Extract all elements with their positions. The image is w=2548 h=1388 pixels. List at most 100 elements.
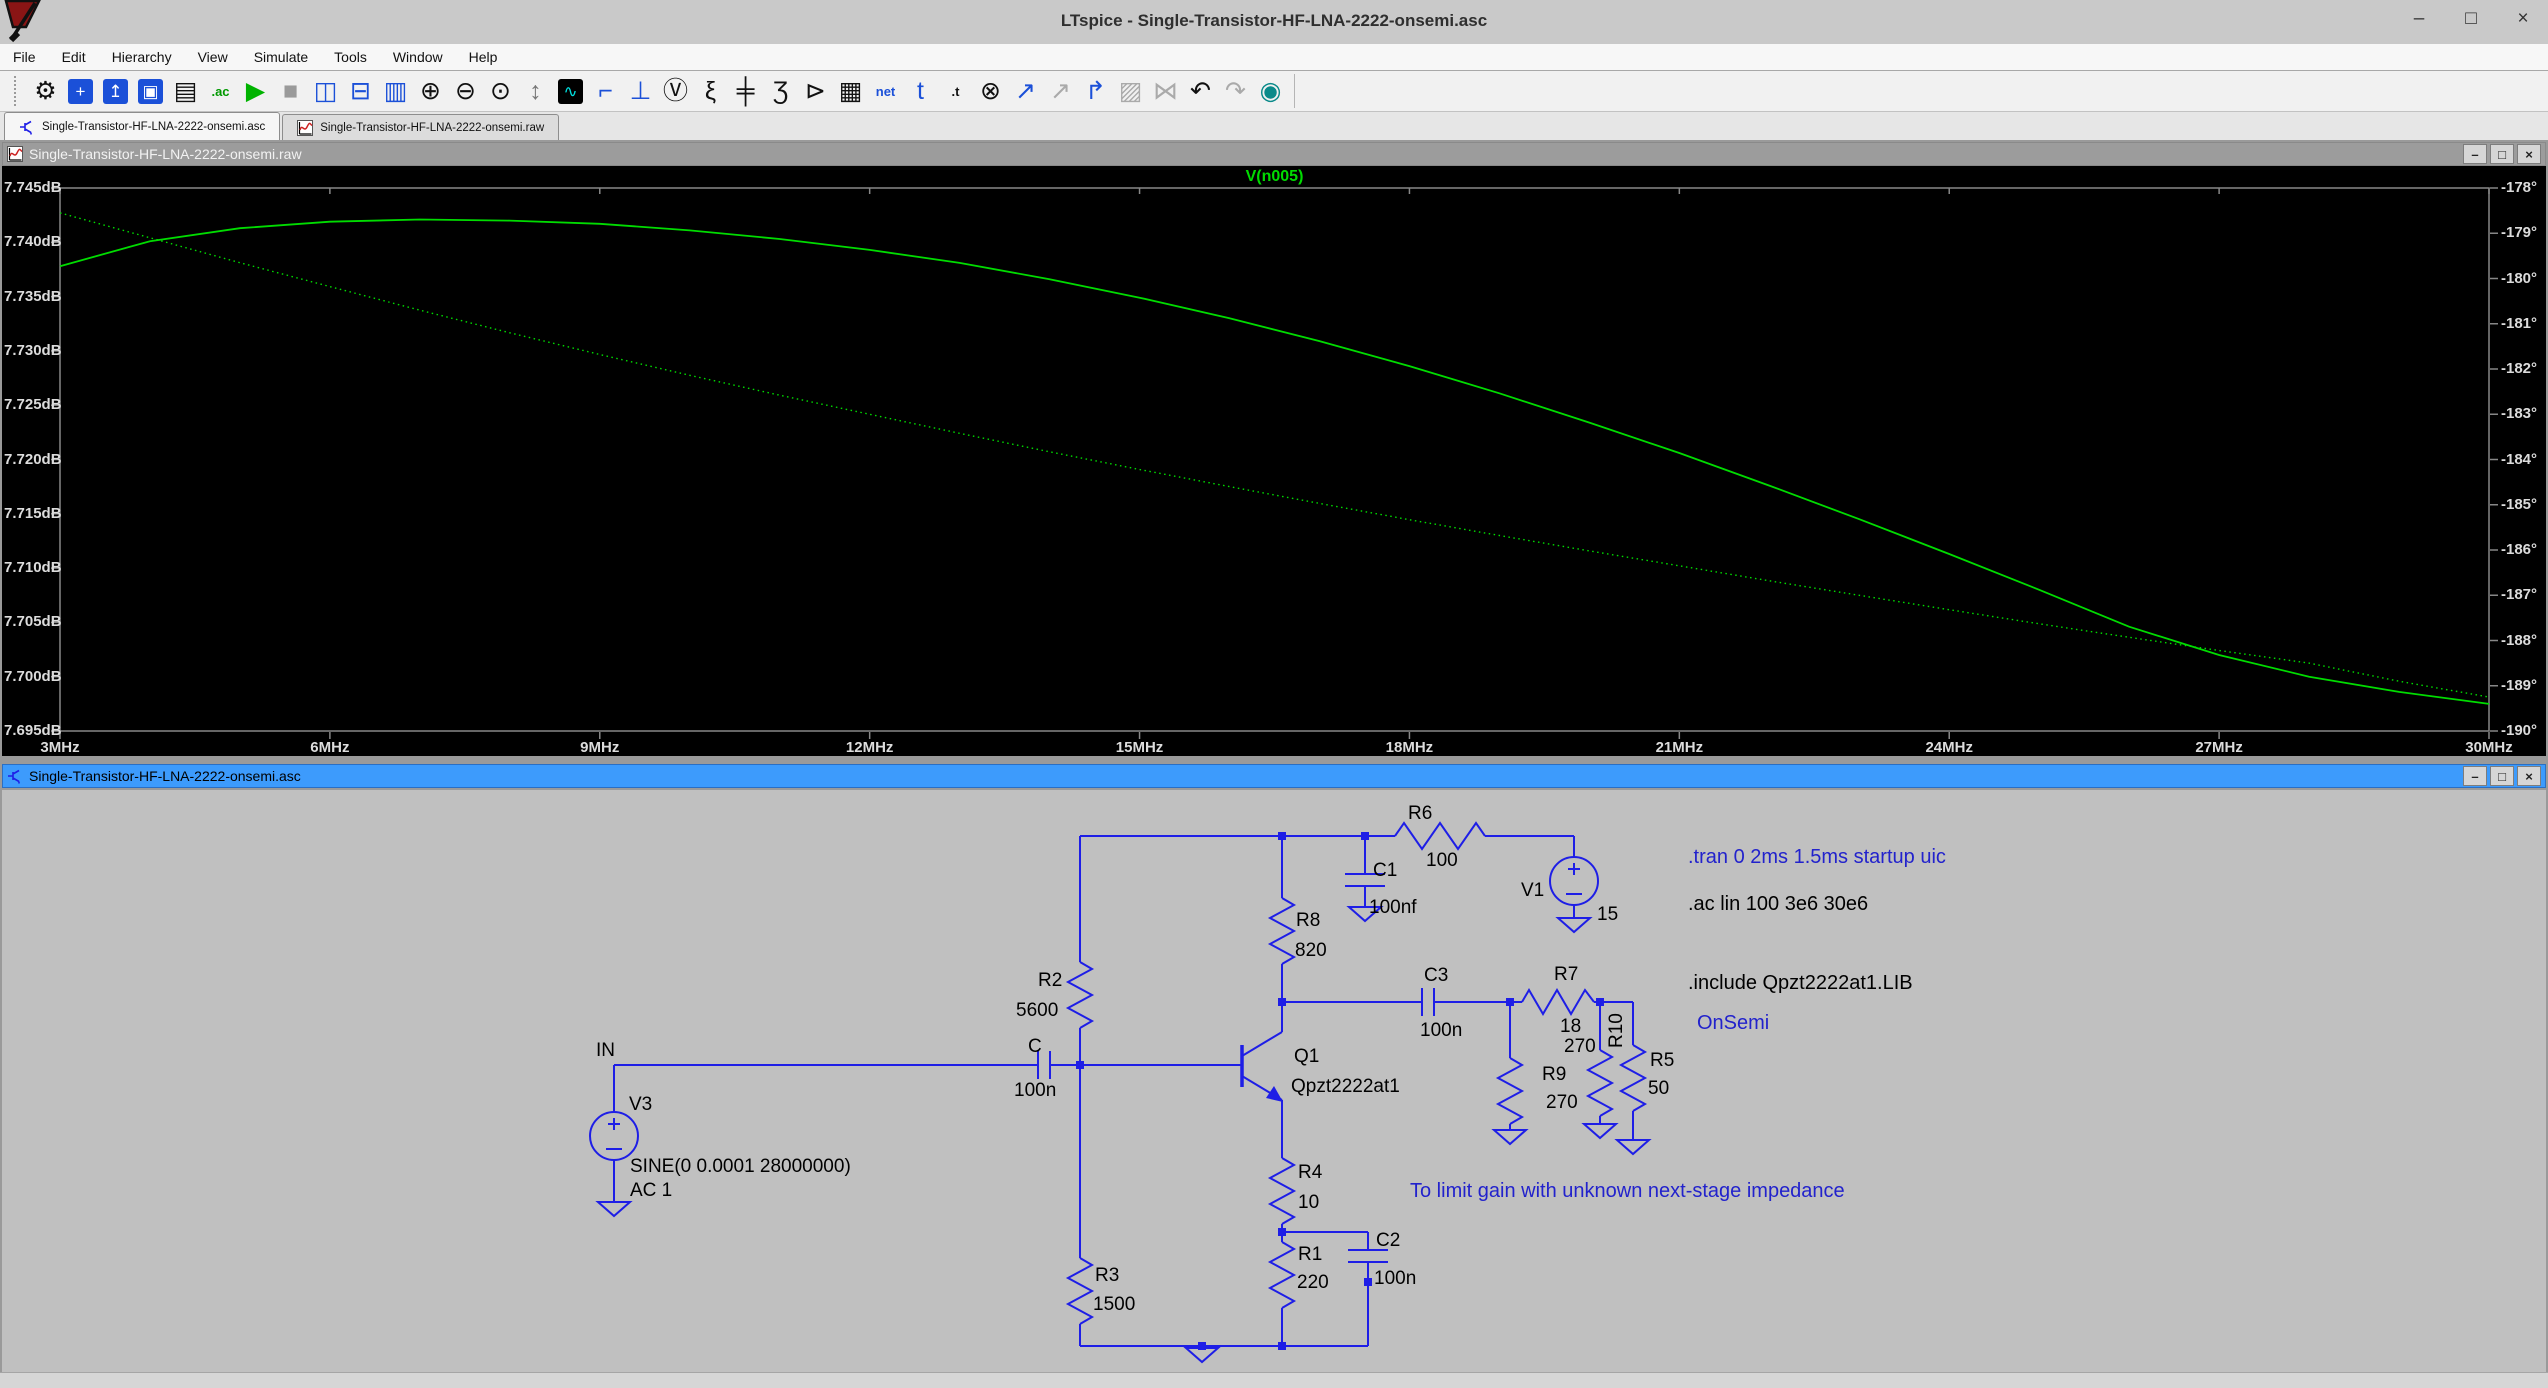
transistor-Q1-symbol[interactable] xyxy=(1242,1032,1283,1102)
save-button[interactable]: ▣ xyxy=(133,74,168,108)
refdes-R7[interactable]: R7 xyxy=(1554,964,1578,986)
value-C1[interactable]: 100nf xyxy=(1369,897,1417,919)
value-R10[interactable]: 270 xyxy=(1564,1036,1596,1058)
value-R7[interactable]: 18 xyxy=(1560,1016,1581,1038)
cascade-button[interactable]: ▥ xyxy=(378,74,413,108)
voltage-source-V1-symbol[interactable] xyxy=(1550,857,1598,905)
schem-minimize-button[interactable]: – xyxy=(2463,766,2487,786)
resistor-R4-symbol[interactable] xyxy=(1270,1158,1294,1224)
diode-button[interactable]: ⊳ xyxy=(798,74,833,108)
plot-close-button[interactable]: × xyxy=(2517,144,2541,164)
plot-minimize-button[interactable]: – xyxy=(2463,144,2487,164)
value-R9[interactable]: 270 xyxy=(1546,1092,1578,1114)
halt-button[interactable]: ■ xyxy=(273,74,308,108)
net-label-IN[interactable]: IN xyxy=(596,1040,615,1062)
voltage-source-button[interactable]: Ⓥ xyxy=(658,74,693,108)
zoom-out-button[interactable]: ⊖ xyxy=(448,74,483,108)
value-C3[interactable]: 100n xyxy=(1420,1020,1462,1042)
redo-button[interactable]: ↷ xyxy=(1218,74,1253,108)
label-net-button[interactable]: net xyxy=(868,74,903,108)
capacitor-button[interactable]: ╪ xyxy=(728,74,763,108)
directive-ac[interactable]: .ac lin 100 3e6 30e6 xyxy=(1688,893,1868,916)
refdes-R5[interactable]: R5 xyxy=(1650,1050,1674,1072)
run-button[interactable]: ▶ xyxy=(238,74,273,108)
open-button[interactable]: ↥ xyxy=(98,74,133,108)
resistor-R5-symbol[interactable] xyxy=(1621,1045,1645,1111)
resistor-R9-symbol[interactable] xyxy=(1498,1058,1522,1124)
schem-close-button[interactable]: × xyxy=(2517,766,2541,786)
minimize-button[interactable]: – xyxy=(2406,6,2432,32)
tab-raw-file[interactable]: Single-Transistor-HF-LNA-2222-onsemi.raw xyxy=(282,114,559,140)
inductor-button[interactable]: Ʒ xyxy=(763,74,798,108)
refdes-V3[interactable]: V3 xyxy=(629,1094,652,1116)
settings-button[interactable]: ⚙ xyxy=(28,74,63,108)
value-C[interactable]: 100n xyxy=(1014,1080,1056,1102)
zoom-extents-button[interactable]: ⊙ xyxy=(483,74,518,108)
menu-hierarchy[interactable]: Hierarchy xyxy=(99,44,185,70)
refdes-R2[interactable]: R2 xyxy=(1038,970,1062,992)
refdes-R1[interactable]: R1 xyxy=(1298,1244,1322,1266)
move-button[interactable]: ↗ xyxy=(1008,74,1043,108)
autorange-button[interactable]: ↕ xyxy=(518,74,553,108)
plot-restore-button[interactable]: □ xyxy=(2490,144,2514,164)
value-R2[interactable]: 5600 xyxy=(1016,1000,1058,1022)
main-titlebar[interactable]: LTspice - Single-Transistor-HF-LNA-2222-… xyxy=(0,0,2548,44)
menu-edit[interactable]: Edit xyxy=(49,44,99,70)
find-button[interactable]: ◉ xyxy=(1253,74,1288,108)
drag-wire-button[interactable]: ↱ xyxy=(1078,74,1113,108)
resistor-button[interactable]: ξ xyxy=(693,74,728,108)
value-Q1[interactable]: Qpzt2222at1 xyxy=(1291,1076,1400,1098)
plot-pane-button[interactable]: ∿ xyxy=(553,74,588,108)
tile-vertical-button[interactable]: ◫ xyxy=(308,74,343,108)
undo-button[interactable]: ↶ xyxy=(1183,74,1218,108)
waveform-plot[interactable]: V(n005) 7.745dB7.740dB7.735dB7.730dB7.72… xyxy=(2,166,2546,756)
refdes-C3[interactable]: C3 xyxy=(1424,965,1448,987)
menu-window[interactable]: Window xyxy=(380,44,456,70)
schematic-drawing[interactable] xyxy=(2,790,2546,1372)
trace-V(n005)-magnitude[interactable] xyxy=(60,220,2489,704)
comment-tran[interactable]: .tran 0 2ms 1.5ms startup uic xyxy=(1688,846,1946,869)
plot-window-titlebar[interactable]: Single-Transistor-HF-LNA-2222-onsemi.raw… xyxy=(2,142,2546,166)
value-V1[interactable]: 15 xyxy=(1597,904,1618,926)
value-R1[interactable]: 220 xyxy=(1297,1272,1329,1294)
value-V3-ac[interactable]: AC 1 xyxy=(630,1180,672,1202)
value-R3[interactable]: 1500 xyxy=(1093,1294,1135,1316)
spice-directive-button[interactable]: .t xyxy=(938,74,973,108)
resistor-R7-symbol[interactable] xyxy=(1522,990,1594,1014)
resistor-R8-symbol[interactable] xyxy=(1270,898,1294,964)
refdes-R4[interactable]: R4 xyxy=(1298,1162,1322,1184)
edit-simulation-button[interactable]: .ac xyxy=(203,74,238,108)
refdes-R9[interactable]: R9 xyxy=(1542,1064,1566,1086)
drag-button[interactable]: ↗ xyxy=(1043,74,1078,108)
capacitor-C3-symbol[interactable] xyxy=(1422,988,1434,1016)
component-button[interactable]: ▦ xyxy=(833,74,868,108)
paste-button[interactable]: ▨ xyxy=(1113,74,1148,108)
menu-tools[interactable]: Tools xyxy=(321,44,380,70)
schematic-canvas[interactable]: INV3SINE(0 0.0001 28000000)AC 1C100nR256… xyxy=(2,790,2546,1372)
ground-button[interactable]: ⊥ xyxy=(623,74,658,108)
refdes-R6[interactable]: R6 xyxy=(1408,803,1432,825)
refdes-C[interactable]: C xyxy=(1028,1036,1042,1058)
refdes-R10[interactable]: R10 xyxy=(1606,1013,1628,1048)
plot-area[interactable] xyxy=(48,176,2501,743)
value-R6[interactable]: 100 xyxy=(1426,850,1458,872)
mirror-button[interactable]: ⋈ xyxy=(1148,74,1183,108)
menu-simulate[interactable]: Simulate xyxy=(241,44,321,70)
comment-onsemi[interactable]: OnSemi xyxy=(1697,1012,1769,1035)
resistor-R2-symbol[interactable] xyxy=(1068,962,1092,1028)
resistor-R6-symbol[interactable] xyxy=(1395,823,1485,849)
wires[interactable] xyxy=(614,836,1633,1346)
refdes-Q1[interactable]: Q1 xyxy=(1294,1046,1319,1068)
value-C2[interactable]: 100n xyxy=(1374,1268,1416,1290)
value-R5[interactable]: 50 xyxy=(1648,1078,1669,1100)
toolbar-drag-handle[interactable] xyxy=(14,76,20,106)
zoom-in-button[interactable]: ⊕ xyxy=(413,74,448,108)
maximize-button[interactable]: □ xyxy=(2458,6,2484,32)
resistor-R1-symbol[interactable] xyxy=(1270,1242,1294,1308)
voltage-source-V3-symbol[interactable] xyxy=(590,1112,638,1160)
text-button[interactable]: t xyxy=(903,74,938,108)
wire-button[interactable]: ⌐ xyxy=(588,74,623,108)
schematic-window-titlebar[interactable]: Single-Transistor-HF-LNA-2222-onsemi.asc… xyxy=(2,764,2546,788)
delete-button[interactable]: ⊗ xyxy=(973,74,1008,108)
menu-view[interactable]: View xyxy=(185,44,241,70)
